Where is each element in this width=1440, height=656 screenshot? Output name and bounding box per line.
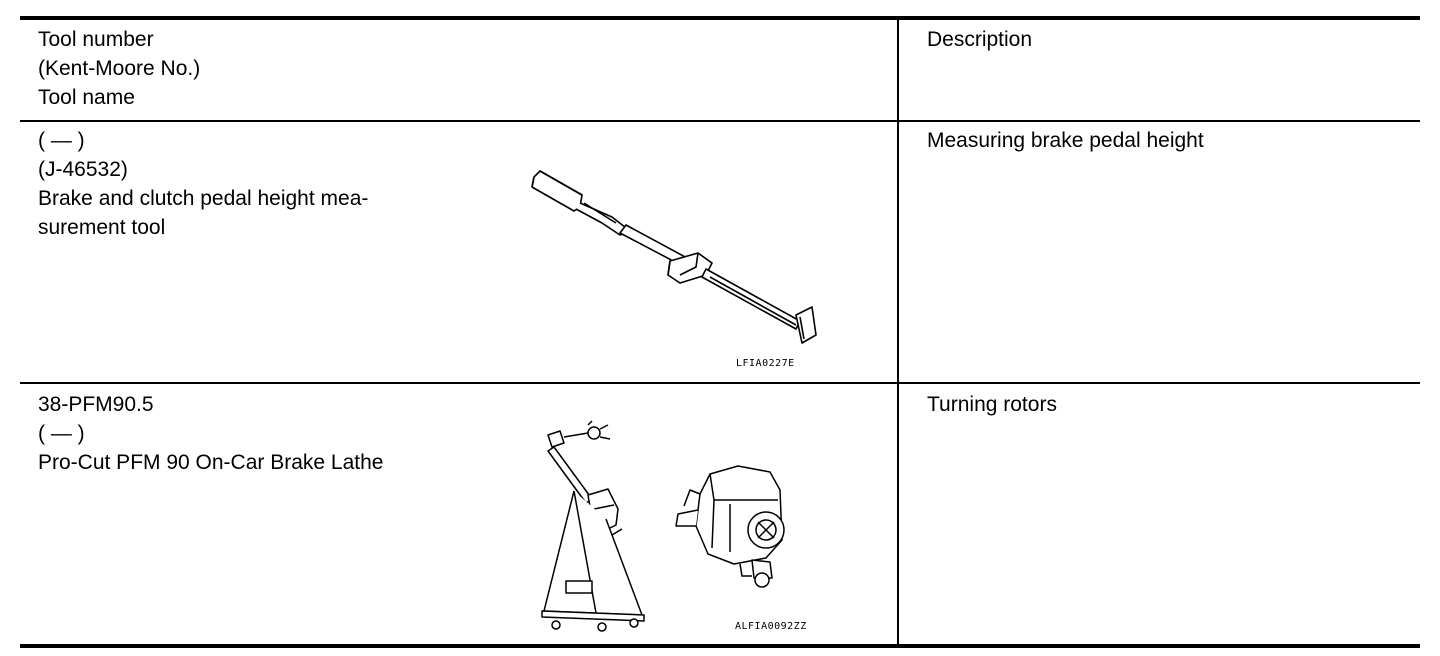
row1-tool-cell: ( — ) (J-46532) Brake and clutch pedal h…	[38, 126, 368, 242]
row2-tool-number: 38-PFM90.5	[38, 393, 154, 416]
row2-tool-cell: 38-PFM90.5 ( — ) Pro-Cut PFM 90 On-Car B…	[38, 390, 383, 477]
column-divider	[897, 20, 899, 644]
header-description: Description	[927, 28, 1033, 51]
table-bottom-rule	[20, 644, 1420, 648]
brake-lathe-stand-illustration	[541, 420, 645, 632]
row1-tool-number: ( — )	[38, 129, 85, 152]
header-tool-number: Tool number	[38, 28, 154, 51]
row1-tool-name-line2: surement tool	[38, 216, 166, 239]
header-tool-cell: Tool number (Kent-Moore No.) Tool name	[38, 25, 200, 112]
table-top-rule	[20, 16, 1420, 20]
row2-tool-name: Pro-Cut PFM 90 On-Car Brake Lathe	[38, 451, 384, 474]
header-tool-name: Tool name	[38, 86, 135, 109]
brake-lathe-head-illustration	[675, 465, 785, 588]
row1-kent-moore-no: (J-46532)	[38, 158, 128, 181]
row1-figure-code: LFIA0227E	[736, 358, 795, 369]
header-divider	[20, 120, 1420, 122]
row2-kent-moore-no: ( — )	[38, 422, 85, 445]
row2-figure-code: ALFIA0092ZZ	[735, 621, 807, 632]
pedal-height-gauge-illustration	[531, 170, 817, 344]
header-kent-moore-no: (Kent-Moore No.)	[38, 57, 201, 80]
row-divider	[20, 382, 1420, 384]
row1-tool-name-line1: Brake and clutch pedal height mea-	[38, 187, 369, 210]
row2-description: Turning rotors	[927, 393, 1057, 416]
row1-description: Measuring brake pedal height	[927, 129, 1204, 152]
